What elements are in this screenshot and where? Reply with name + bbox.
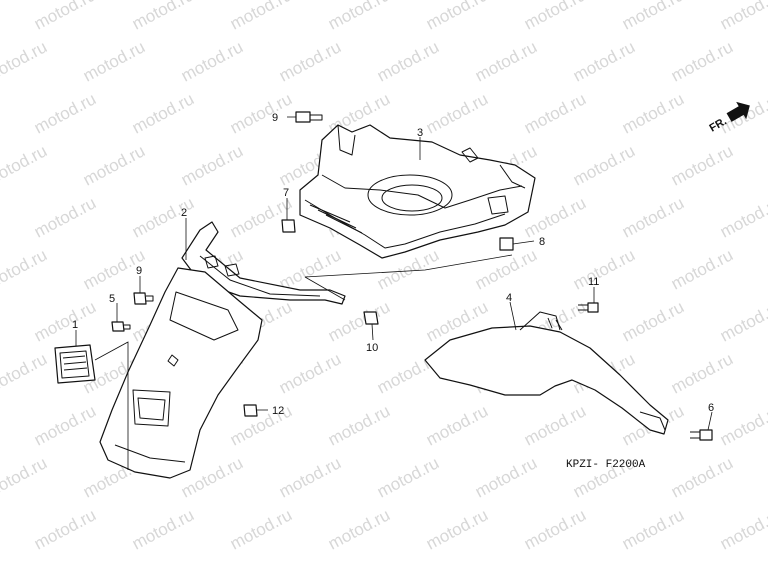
watermark-text: motod.ru bbox=[31, 401, 99, 449]
clip-7[interactable] bbox=[281, 219, 296, 233]
watermark-text: motod.ru bbox=[227, 89, 295, 137]
watermark-text: motod.ru bbox=[668, 245, 736, 293]
watermark-text: motod.ru bbox=[0, 349, 50, 397]
part-2-brace[interactable] bbox=[181, 221, 346, 305]
watermark-text: motod.ru bbox=[423, 89, 491, 137]
diagram-code: KPZI- F2200A bbox=[566, 459, 646, 471]
watermark-text: motod.ru bbox=[31, 505, 99, 553]
watermark-text: motod.ru bbox=[521, 0, 589, 34]
front-arrow-icon bbox=[726, 101, 750, 122]
callout-4: 4 bbox=[506, 292, 512, 304]
watermark-text: motod.ru bbox=[472, 37, 540, 85]
watermark-text: motod.ru bbox=[178, 141, 246, 189]
watermark-text: motod.ru bbox=[619, 193, 687, 241]
watermark-text: motod.ru bbox=[472, 453, 540, 501]
callout-8: 8 bbox=[539, 236, 545, 248]
watermark-text: motod.ru bbox=[668, 141, 736, 189]
callout-11: 11 bbox=[588, 276, 599, 288]
callout-3: 3 bbox=[417, 127, 423, 139]
watermark-text: motod.ru bbox=[423, 0, 491, 34]
watermark-text: motod.ru bbox=[178, 37, 246, 85]
watermark-text: motod.ru bbox=[276, 453, 344, 501]
watermark-text: motod.ru bbox=[619, 297, 687, 345]
watermark-text: motod.ru bbox=[717, 0, 768, 34]
watermark-text: motod.ru bbox=[619, 89, 687, 137]
watermark-text: motod.ru bbox=[227, 505, 295, 553]
callout-2: 2 bbox=[181, 207, 187, 219]
watermark-text: motod.ru bbox=[668, 453, 736, 501]
watermark-text: motod.ru bbox=[129, 505, 197, 553]
callout-5: 5 bbox=[109, 293, 115, 305]
watermark-text: motod.ru bbox=[325, 505, 393, 553]
watermark-text: motod.ru bbox=[227, 193, 295, 241]
clip-8[interactable] bbox=[499, 237, 514, 251]
watermark-text: motod.ru bbox=[570, 37, 638, 85]
watermark-text: motod.ru bbox=[619, 505, 687, 553]
watermark-text: motod.ru bbox=[227, 401, 295, 449]
watermark-text: motod.ru bbox=[276, 37, 344, 85]
watermark-text: motod.ru bbox=[423, 505, 491, 553]
watermark-text: motod.ru bbox=[325, 297, 393, 345]
watermark-text: motod.ru bbox=[0, 453, 50, 501]
callout-7: 7 bbox=[283, 187, 289, 199]
watermark-text: motod.ru bbox=[423, 401, 491, 449]
watermark-text: motod.ru bbox=[521, 505, 589, 553]
watermark-text: motod.ru bbox=[717, 297, 768, 345]
watermark-text: motod.ru bbox=[570, 245, 638, 293]
watermark-text: motod.ru bbox=[0, 141, 50, 189]
bolt-11[interactable] bbox=[578, 302, 599, 313]
bolt-5[interactable] bbox=[111, 321, 131, 332]
watermark-text: motod.ru bbox=[325, 401, 393, 449]
watermark-text: motod.ru bbox=[129, 0, 197, 34]
watermark-text: motod.ru bbox=[31, 0, 99, 34]
watermark-text: motod.ru bbox=[31, 297, 99, 345]
callout-9-left: 9 bbox=[136, 265, 142, 277]
watermark-text: motod.ru bbox=[717, 505, 768, 553]
bolt-6[interactable] bbox=[690, 429, 713, 441]
watermark-text: motod.ru bbox=[276, 245, 344, 293]
watermark-text: motod.ru bbox=[80, 141, 148, 189]
watermark-text: motod.ru bbox=[717, 193, 768, 241]
part-1-reflector[interactable] bbox=[54, 344, 96, 384]
watermark-text: motod.ru bbox=[374, 37, 442, 85]
bolt-9-left[interactable] bbox=[133, 292, 154, 305]
callout-10: 10 bbox=[366, 342, 378, 354]
watermark-text: motod.ru bbox=[521, 193, 589, 241]
rear-fender[interactable] bbox=[99, 267, 263, 479]
watermark-text: motod.ru bbox=[325, 0, 393, 34]
watermark-text: motod.ru bbox=[374, 453, 442, 501]
part-4-inner-fender[interactable] bbox=[424, 311, 669, 435]
watermark-text: motod.ru bbox=[0, 37, 50, 85]
callout-6: 6 bbox=[708, 402, 714, 414]
watermark-text: motod.ru bbox=[276, 349, 344, 397]
callout-1: 1 bbox=[72, 319, 78, 331]
part-3-tray[interactable] bbox=[299, 124, 536, 259]
watermark-text: motod.ru bbox=[570, 141, 638, 189]
callout-12: 12 bbox=[272, 405, 284, 417]
watermark-text: motod.ru bbox=[129, 89, 197, 137]
watermark-text: motod.ru bbox=[31, 193, 99, 241]
bolt-9-top[interactable] bbox=[295, 111, 323, 123]
nut-10[interactable] bbox=[363, 311, 379, 325]
watermark-text: motod.ru bbox=[80, 37, 148, 85]
watermark-text: motod.ru bbox=[472, 245, 540, 293]
watermark-text: motod.ru bbox=[31, 89, 99, 137]
watermark-text: motod.ru bbox=[717, 401, 768, 449]
watermark-text: motod.ru bbox=[227, 0, 295, 34]
watermark-text: motod.ru bbox=[668, 349, 736, 397]
bolt-12[interactable] bbox=[243, 404, 258, 417]
watermark-text: motod.ru bbox=[0, 245, 50, 293]
leader-lines bbox=[75, 116, 713, 470]
watermark-text: motod.ru bbox=[521, 89, 589, 137]
watermark-text: motod.ru bbox=[521, 401, 589, 449]
watermark-text: motod.ru bbox=[619, 0, 687, 34]
watermark-text: motod.ru bbox=[668, 37, 736, 85]
callout-9-top: 9 bbox=[272, 112, 278, 124]
